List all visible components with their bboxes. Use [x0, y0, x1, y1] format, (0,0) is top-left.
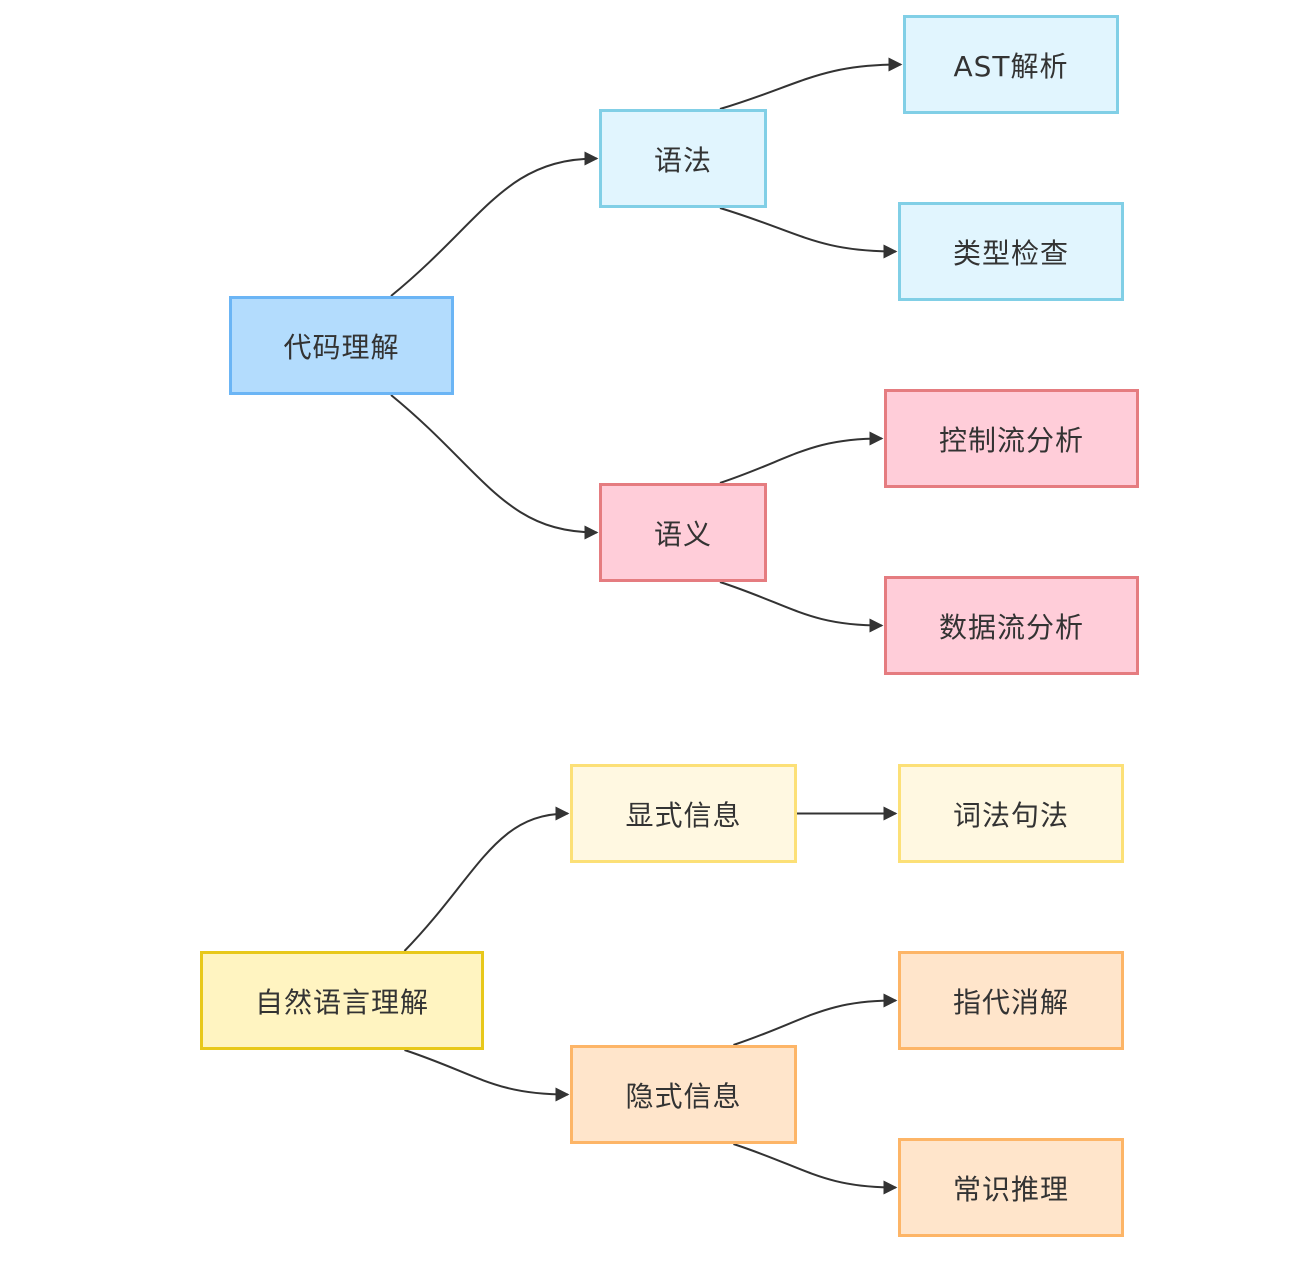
node-control-flow-analysis: 控制流分析 — [884, 389, 1139, 488]
edge-code-to-syntax — [390, 151, 599, 297]
edge-code-to-semantic — [390, 394, 599, 540]
edge-nlu-to-implicit — [404, 1049, 570, 1102]
node-explicit-information: 显式信息 — [570, 764, 797, 863]
node-data-flow-analysis: 数据流分析 — [884, 576, 1139, 675]
edge-syntax-to-ast — [719, 57, 903, 110]
node-lexical-syntax: 词法句法 — [898, 764, 1124, 863]
node-code-understanding: 代码理解 — [229, 296, 454, 395]
edge-implicit-to-commonsense — [733, 1143, 898, 1195]
node-type-checking: 类型检查 — [898, 202, 1124, 301]
node-commonsense-reasoning: 常识推理 — [898, 1138, 1124, 1237]
node-syntax: 语法 — [599, 109, 767, 208]
edge-semantic-to-cflow — [719, 431, 884, 484]
edge-syntax-to-type — [719, 207, 898, 259]
node-ast-parsing: AST解析 — [903, 15, 1119, 114]
edge-semantic-to-dflow — [719, 581, 884, 633]
edge-nlu-to-explicit — [403, 806, 570, 952]
node-coreference-resolution: 指代消解 — [898, 951, 1124, 1050]
node-implicit-information: 隐式信息 — [570, 1045, 797, 1144]
node-natural-language-understanding: 自然语言理解 — [200, 951, 484, 1050]
node-semantics: 语义 — [599, 483, 767, 582]
edge-implicit-to-coref — [733, 993, 898, 1046]
